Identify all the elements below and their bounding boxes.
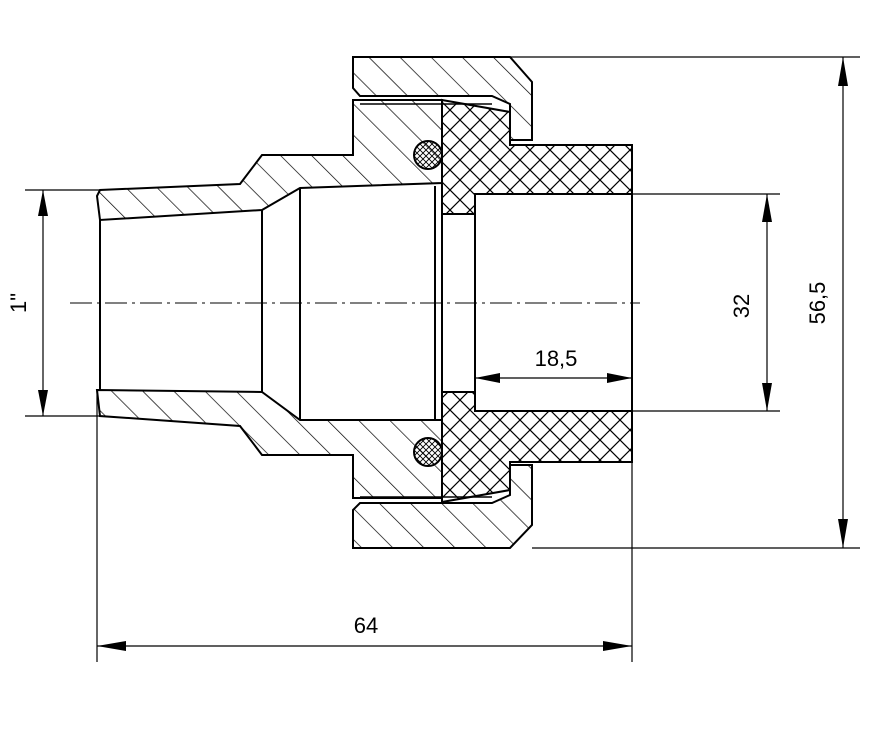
o-ring-top bbox=[413, 140, 443, 170]
dimension-outer-diameter: 56,5 bbox=[805, 57, 848, 548]
dimension-inner-diameter-label: 32 bbox=[729, 294, 754, 318]
dimension-thread-label: 1" bbox=[6, 293, 31, 313]
dimension-total-length-label: 64 bbox=[354, 613, 378, 638]
extension-lines bbox=[25, 56, 860, 662]
dimension-total-length: 64 bbox=[97, 613, 632, 651]
dimension-outer-diameter-label: 56,5 bbox=[805, 282, 830, 325]
dimension-socket-depth: 18,5 bbox=[475, 346, 632, 383]
threaded-body-bottom bbox=[95, 388, 443, 499]
dimension-socket-depth-label: 18,5 bbox=[535, 346, 578, 371]
o-ring-bottom bbox=[413, 437, 443, 467]
threaded-body-top bbox=[95, 99, 443, 222]
dimension-inner-diameter: 32 bbox=[729, 194, 772, 411]
dimension-thread: 1" bbox=[6, 190, 48, 416]
plastic-socket-top bbox=[441, 98, 633, 215]
plastic-socket-bottom bbox=[441, 391, 633, 504]
